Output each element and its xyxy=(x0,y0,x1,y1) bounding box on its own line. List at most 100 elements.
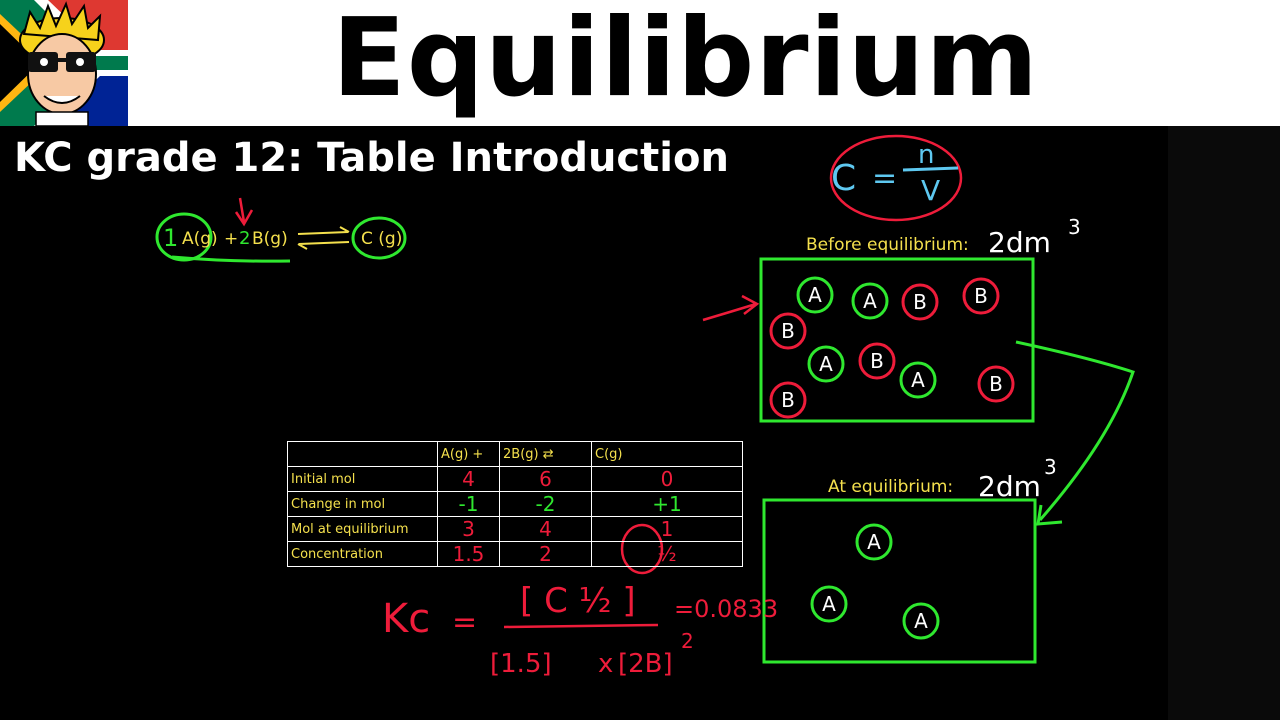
after-particle-a: A xyxy=(810,585,848,623)
particle-ring xyxy=(810,585,848,623)
table-cell: 1 xyxy=(591,516,743,542)
before-volume: 2dm xyxy=(988,226,1051,259)
ice-table: A(g) + 2B(g) ⇄ C(g) Initial mol 4 6 0 Ch… xyxy=(287,441,743,567)
chalkboard xyxy=(0,126,1168,720)
formula-n: n xyxy=(918,140,934,170)
table-cell: 3 xyxy=(437,516,500,542)
after-label: At equilibrium: xyxy=(828,477,953,497)
after-particle-a: A xyxy=(902,602,940,640)
after-volume-exponent: 3 xyxy=(1044,455,1057,479)
particle-label: B xyxy=(781,388,795,412)
particle-label: A xyxy=(819,352,833,376)
kc-equals: = xyxy=(452,605,477,640)
kc-times: x xyxy=(598,649,613,679)
table-cell: 1.5 xyxy=(437,541,500,567)
mascot-flag-logo xyxy=(0,0,128,126)
before-particle-a: A xyxy=(851,282,889,320)
before-particle-b: B xyxy=(769,381,807,419)
particle-ring xyxy=(899,361,937,399)
before-particle-b: B xyxy=(769,312,807,350)
before-particle-a: A xyxy=(796,276,834,314)
particle-label: A xyxy=(914,609,928,633)
after-container-box xyxy=(762,498,1037,664)
species-b: B(g) xyxy=(252,229,288,249)
lesson-subtitle: KC grade 12: Table Introduction xyxy=(14,135,729,181)
formula-equals: = xyxy=(872,161,897,196)
particle-ring xyxy=(769,312,807,350)
circle-mark xyxy=(351,216,407,260)
before-particle-b: B xyxy=(901,283,939,321)
kc-numerator: [ C ½ ] xyxy=(520,581,636,621)
before-volume-exponent: 3 xyxy=(1068,215,1081,239)
reaction-equation: 1 A(g) + 2 B(g) C (g) xyxy=(155,197,407,263)
plus-sign: + xyxy=(224,229,238,249)
board-margin xyxy=(1168,126,1280,720)
fraction-bar xyxy=(902,166,959,172)
before-particle-b: B xyxy=(977,365,1015,403)
after-particles: A A A xyxy=(810,523,940,640)
table-row: Change in mol -1 -2 +1 xyxy=(287,491,743,517)
arrow-right-mark xyxy=(702,294,760,322)
kc-denominator-a: [1.5] xyxy=(490,649,552,679)
equilibrium-arrows-icon xyxy=(297,226,350,250)
before-particle-b: B xyxy=(858,342,896,380)
table-cell: 2 xyxy=(499,541,592,567)
after-volume: 2dm xyxy=(978,470,1041,503)
table-cell: 4 xyxy=(437,466,500,492)
kc-expression: Kc = [ C ½ ] [1.5] x [2B] 2 =0.0833 xyxy=(382,581,778,679)
particle-ring xyxy=(902,602,940,640)
row-label: Initial mol xyxy=(287,466,438,492)
kc-result: =0.0833 xyxy=(674,595,778,623)
table-header-cell: C(g) xyxy=(591,441,743,467)
coefficient-a: 1 xyxy=(163,224,178,252)
particle-ring xyxy=(769,381,807,419)
particle-ring xyxy=(796,276,834,314)
circle-mark xyxy=(155,212,213,262)
table-cell: +1 xyxy=(591,491,743,517)
particle-label: B xyxy=(913,290,927,314)
particle-label: A xyxy=(867,530,881,554)
particle-ring xyxy=(855,523,893,561)
after-particle-a: A xyxy=(855,523,893,561)
table-header-cell: A(g) + xyxy=(437,441,500,467)
table-row: Initial mol 4 6 0 xyxy=(287,466,743,492)
particle-label: B xyxy=(989,372,1003,396)
table-cell: 0 xyxy=(591,466,743,492)
table-row: Mol at equilibrium 3 4 1 xyxy=(287,516,743,542)
table-header-cell: 2B(g) ⇄ xyxy=(499,441,592,467)
table-header-cell xyxy=(287,441,438,467)
particle-label: B xyxy=(781,319,795,343)
underline-mark xyxy=(171,255,291,263)
particle-label: B xyxy=(974,284,988,308)
particle-label: A xyxy=(863,289,877,313)
before-label: Before equilibrium: xyxy=(806,235,969,255)
table-cell: 4 xyxy=(499,516,592,542)
species-c: C (g) xyxy=(361,229,402,249)
kc-power: 2 xyxy=(681,629,694,653)
particle-ring xyxy=(977,365,1015,403)
page-title: Equilibrium xyxy=(331,0,1040,121)
species-a: A(g) xyxy=(182,229,218,249)
particle-label: A xyxy=(822,592,836,616)
particle-ring xyxy=(901,283,939,321)
equilibrium-arrows-icon: ⇄ xyxy=(542,446,554,462)
kc-symbol: Kc xyxy=(382,596,430,642)
before-particle-a: A xyxy=(899,361,937,399)
title-banner xyxy=(0,0,1280,126)
particle-label: A xyxy=(911,368,925,392)
before-particle-a: A xyxy=(807,345,845,383)
arrow-down-mark xyxy=(234,197,254,227)
particle-ring xyxy=(851,282,889,320)
particle-ring xyxy=(962,277,1000,315)
row-label: Concentration xyxy=(287,541,438,567)
formula-c: C xyxy=(831,158,856,199)
kc-fraction-bar xyxy=(503,623,659,629)
particle-label: A xyxy=(808,283,822,307)
before-container-box xyxy=(759,257,1035,423)
circle-mark xyxy=(829,134,963,222)
table-cell: -1 xyxy=(437,491,500,517)
coefficient-b: 2 xyxy=(239,228,250,249)
row-label: Change in mol xyxy=(287,491,438,517)
